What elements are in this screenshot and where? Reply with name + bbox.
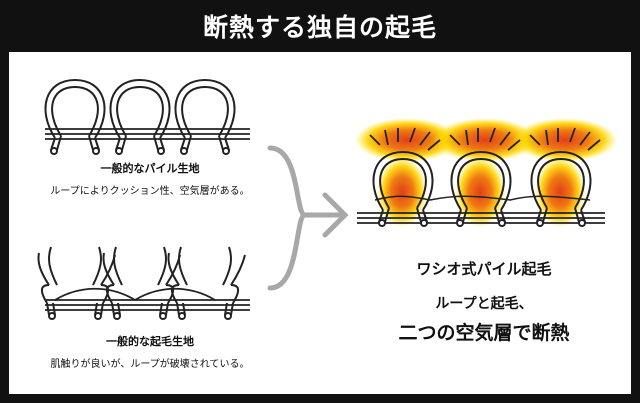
regular-pile-name: 一般的なパイル生地 (100, 162, 200, 175)
pile-loops-diagram (44, 79, 250, 155)
washio-pile-name: ワシオ式パイル起毛 (416, 260, 552, 278)
washio-pile-diagram (355, 118, 617, 227)
regular-raised-name: 一般的な起毛生地 (106, 335, 194, 348)
regular-raised-desc: 肌触りが良いが、ループが破壊されている。 (50, 359, 250, 370)
page-title: 断熱する独自の起毛 (202, 13, 437, 42)
washio-pile-desc-1: ループと起毛、 (435, 296, 533, 312)
washio-pile-desc-2: 二つの空気層で断熱 (398, 322, 570, 344)
raised-pile-diagram (37, 246, 250, 320)
regular-pile-desc: ループによりクッション性、空気層がある。 (50, 186, 250, 197)
arrow-icon (267, 145, 349, 291)
